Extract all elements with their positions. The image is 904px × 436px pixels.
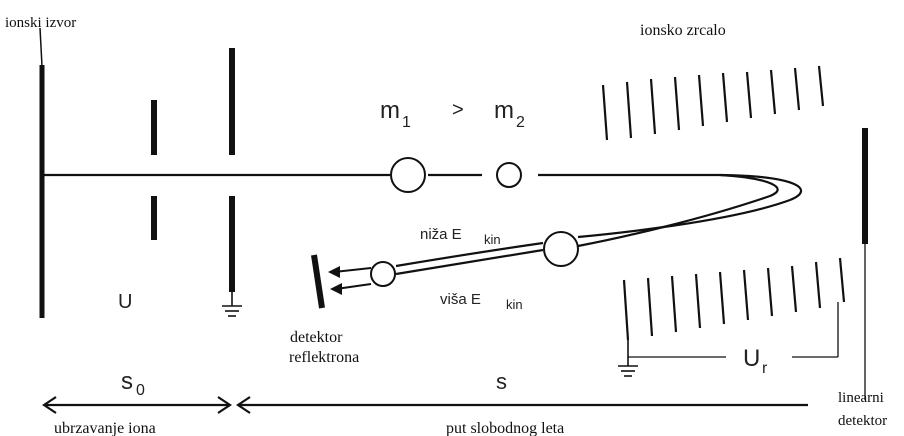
s-label: s — [496, 369, 507, 394]
reflectron-detector-label-line1: detektor — [290, 329, 343, 346]
ion-source-pointer — [39, 27, 43, 67]
svg-text:1: 1 — [402, 114, 411, 131]
ion-mirror-upper-electrodes — [601, 65, 825, 141]
free-flight-arrow — [236, 396, 808, 414]
s0-subscript: 0 — [136, 382, 145, 399]
ion-acceleration-label: ubrzavanje iona — [54, 420, 156, 436]
ion-mirror-label: ionsko zrcalo — [640, 22, 726, 39]
linear-detector-label-line2: detektor — [838, 413, 887, 429]
ion-m2-outbound — [496, 162, 522, 188]
ground-symbol-mirror — [618, 340, 638, 377]
svg-text:m: m — [380, 97, 400, 124]
acceleration-arrow — [42, 396, 232, 414]
reflectron-detector-plate — [311, 254, 325, 309]
ion-m1-return — [543, 231, 579, 267]
mass-relation: m 1 > m 2 — [380, 97, 525, 131]
ion-flight-path — [42, 173, 802, 276]
free-flight-label: put slobodnog leta — [446, 420, 564, 436]
lower-ekin-label: niža E — [420, 226, 462, 243]
svg-text:2: 2 — [516, 114, 525, 131]
ion-m1-outbound — [390, 157, 426, 193]
ion-source-label: ionski izvor — [5, 15, 76, 31]
reflectron-detector-label-line2: reflektrona — [289, 349, 359, 366]
lower-ekin-subscript: kin — [484, 232, 501, 247]
voltage-u-label: U — [118, 291, 132, 313]
linear-detector-label-line1: linearni — [838, 390, 884, 406]
s0-label: s — [121, 368, 133, 395]
voltage-ur-subscript: r — [762, 360, 768, 377]
voltage-ur-label: U — [743, 345, 760, 372]
ground-symbol-source — [222, 292, 242, 317]
ion-mirror-lower-electrodes — [622, 257, 846, 341]
higher-ekin-subscript: kin — [506, 297, 523, 312]
voltage-ur-bracket — [628, 302, 839, 358]
svg-text:>: > — [452, 99, 464, 121]
higher-ekin-label: viša E — [440, 291, 481, 308]
arrow-head-upper — [328, 266, 340, 278]
svg-text:m: m — [494, 97, 514, 124]
ion-m2-return — [370, 261, 396, 287]
arrow-head-lower — [330, 283, 342, 295]
